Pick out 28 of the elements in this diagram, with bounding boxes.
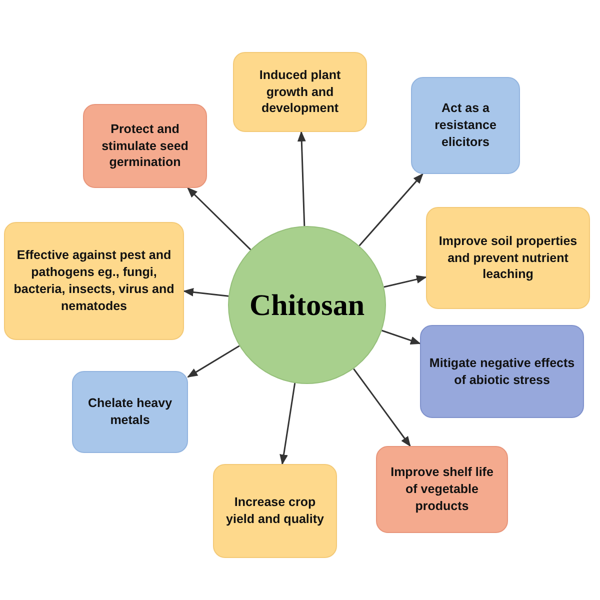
topic-text: Chelate heavy metals bbox=[86, 395, 174, 429]
arrow bbox=[353, 368, 411, 447]
topic-text: Induced plant growth and development bbox=[258, 66, 342, 118]
arrow bbox=[187, 345, 240, 378]
topic-text: Increase crop yield and quality bbox=[225, 494, 325, 528]
arrow bbox=[297, 130, 306, 226]
topic-box bbox=[376, 446, 508, 533]
arrow bbox=[382, 330, 421, 344]
hub-title: Chitosan bbox=[249, 288, 365, 324]
topic-box bbox=[426, 207, 590, 309]
topic-box bbox=[72, 371, 188, 453]
topic-box bbox=[420, 325, 584, 418]
arrow bbox=[384, 275, 428, 288]
topic-text: Improve shelf life of vegetable products bbox=[390, 464, 494, 515]
arrow bbox=[280, 382, 296, 466]
arrow bbox=[358, 173, 424, 246]
topic-text: Act as a resistance elicitors bbox=[434, 100, 498, 151]
topic-text: Mitigate negative effects of abiotic stress bbox=[428, 354, 576, 388]
topic-box bbox=[411, 77, 520, 174]
topic-box bbox=[233, 52, 367, 132]
topic-box bbox=[213, 464, 337, 558]
topic-box bbox=[83, 104, 207, 188]
arrow bbox=[182, 288, 229, 297]
topic-box bbox=[4, 222, 184, 340]
topic-text: Effective against pest and pathogens eg., fungi, bacteria, insects, virus and nematodes bbox=[12, 247, 176, 315]
topic-text: Protect and stimulate seed germination bbox=[100, 120, 190, 172]
arrow bbox=[187, 187, 252, 250]
topic-text: Improve soil properties and prevent nutrient leaching bbox=[438, 232, 578, 284]
